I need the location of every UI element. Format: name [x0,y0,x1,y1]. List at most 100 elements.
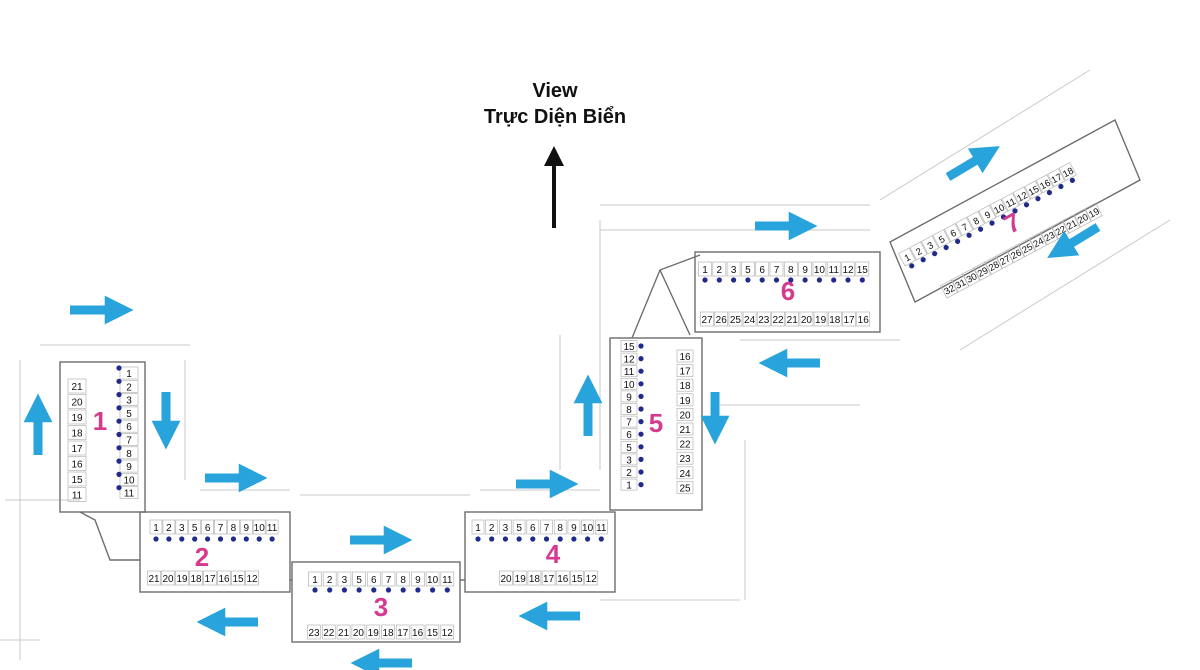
unit-cell: 8 [116,445,139,460]
unit-box [119,379,139,393]
unit-box [842,311,856,327]
unit-dot [831,277,837,283]
unit-cell: 20 [351,624,366,640]
unit-box [67,440,87,456]
unit-dot [444,587,450,593]
unit-box [581,519,594,535]
unit-number: 5 [937,234,947,246]
unit-box [352,571,366,587]
unit-cell: 16 [856,311,871,327]
unit-cell: 21 [676,422,694,436]
north-arrow [544,146,564,228]
unit-dot [638,343,644,349]
block-1-outline [59,361,146,513]
unit-number: 7 [386,575,392,586]
unit-box [594,519,608,535]
unit-cell: 8 [620,403,644,416]
unit-box [440,571,455,587]
unit-number: 21 [338,628,350,639]
unit-dot [702,277,708,283]
unit-cell: 21 [147,570,161,586]
unit-cell: 9 [567,519,581,542]
unit-cell: 20 [799,311,814,327]
unit-number: 21 [679,425,691,436]
unit-dot [116,365,122,371]
unit-cell: 6 [620,428,644,441]
unit-cell: 3 [116,392,139,407]
unit-number: 7 [126,436,132,447]
unit-number: 19 [515,574,527,585]
unit-number: 27 [701,315,713,326]
unit-box [227,519,240,535]
unit-cell: 7 [381,571,396,593]
unit-cell: 15 [67,471,87,487]
unit-cell: 25 [728,311,743,327]
unit-number: 11 [829,265,840,276]
unit-box [700,311,714,327]
unit-number: 7 [544,523,550,534]
unit-number: 3 [126,396,132,407]
unit-cell: 6 [943,223,962,245]
unit-box [119,486,139,500]
block-6-outline [694,251,881,333]
unit-number: 18 [382,628,394,639]
unit-box [714,311,729,327]
unit-cell: 25 [1017,238,1036,258]
unit-number: 8 [972,216,982,228]
unit-box [337,571,352,587]
unit-number: 8 [126,449,132,460]
unit-dot [192,536,198,542]
unit-number: 5 [516,523,522,534]
block-4-outline [464,511,616,593]
unit-box [567,519,581,535]
unit-box [620,340,638,352]
unit-box [381,571,396,587]
unit-cell: 2 [909,241,928,263]
unit-box [214,519,227,535]
unit-dot [116,418,122,424]
unit-cell: 16 [1035,174,1054,196]
unit-number: 7 [626,418,632,429]
unit-number: 10 [427,575,439,586]
unit-box [147,570,161,586]
unit-cell: 21 [1062,214,1081,234]
unit-dot [943,244,949,251]
unit-box [973,261,992,281]
unit-number: 20 [500,574,512,585]
unit-number: 9 [244,523,250,534]
unit-number: 2 [914,246,924,258]
unit-cell: 10 [425,571,440,593]
unit-box [799,311,814,327]
unit-cell: 15 [620,340,644,353]
unit-number: 5 [192,523,198,534]
unit-box [1062,214,1081,234]
view-caption-line2: Trực Diện Biển [483,106,627,128]
unit-box [570,570,584,586]
unit-number: 15 [71,475,83,486]
unit-dot [638,456,644,462]
unit-cell: 2 [712,261,727,283]
unit-number: 9 [415,575,421,586]
unit-dot [759,277,765,283]
unit-number: 2 [126,382,132,393]
unit-number: 10 [123,475,135,486]
unit-cell: 29 [973,261,992,281]
unit-cell: 18 [381,624,395,640]
unit-number: 20 [71,398,83,409]
unit-cell: 17 [395,624,410,640]
unit-box [161,570,175,586]
unit-number: 15 [232,574,244,585]
unit-number: 16 [1038,178,1053,193]
unit-dot [516,536,522,542]
unit-cell: 15 [425,624,440,640]
unit-box [119,433,139,446]
unit-cell: 5 [620,440,644,454]
unit-dot [638,356,644,362]
unit-number: 11 [596,523,607,534]
unit-box [119,393,139,406]
unit-number: 12 [246,574,258,585]
unit-dot [385,587,392,593]
unit-cell: 3 [620,453,644,466]
unit-box [411,571,425,587]
